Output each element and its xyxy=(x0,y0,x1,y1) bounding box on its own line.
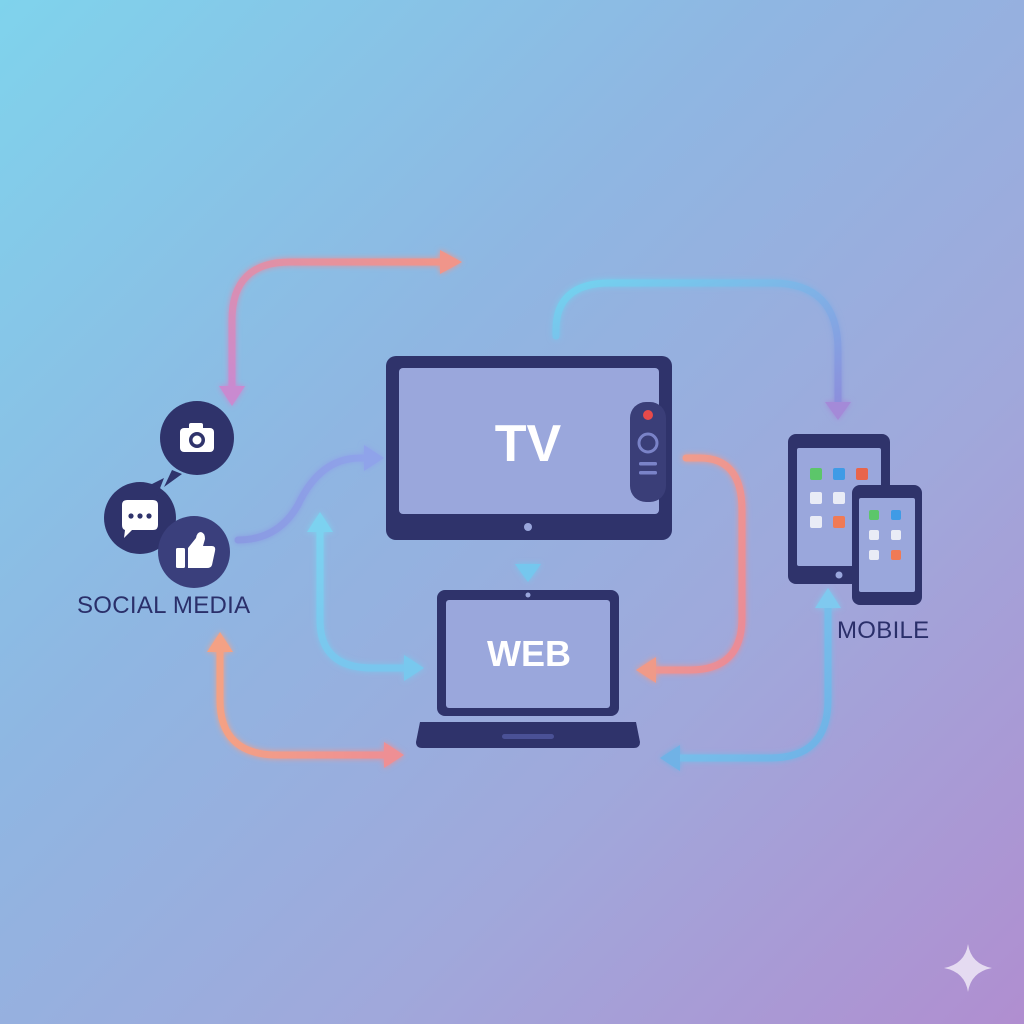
tv-device xyxy=(386,356,672,540)
arrow-tv-to-mobile xyxy=(552,279,851,420)
arrow-tv-down-to-web xyxy=(515,544,541,582)
arrow-social-top xyxy=(219,250,462,406)
social-media-label: SOCIAL MEDIA xyxy=(77,592,251,619)
phone-app-icons xyxy=(869,510,901,560)
arrow-social-to-tv xyxy=(234,445,384,544)
arrow-social-to-web xyxy=(207,632,404,768)
arrow-tv-to-web-right xyxy=(636,454,746,683)
remote-control-icon xyxy=(630,402,666,502)
arrow-web-tv-left xyxy=(307,512,424,681)
tv-label: TV xyxy=(494,415,562,473)
chat-bubble-icon xyxy=(104,478,176,554)
phone-device xyxy=(852,485,922,605)
mobile-label: MOBILE xyxy=(837,617,930,644)
laptop-device xyxy=(416,590,640,748)
arrow-mobile-to-web xyxy=(660,588,841,771)
thumbs-up-icon xyxy=(158,516,230,588)
sparkle-icon xyxy=(944,944,992,992)
camera-icon xyxy=(160,401,234,487)
web-label: WEB xyxy=(487,633,571,674)
